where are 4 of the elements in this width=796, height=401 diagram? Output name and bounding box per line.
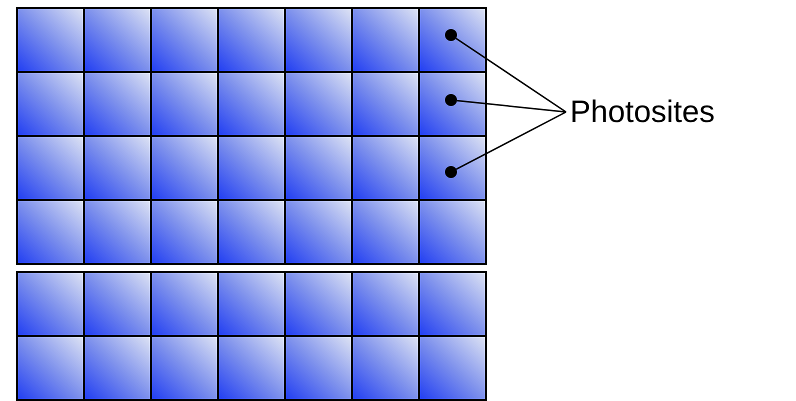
leader-line: [456, 111, 566, 170]
leader-line: [456, 100, 566, 113]
part-label: Photosites: [570, 94, 715, 130]
leader-line: [456, 38, 566, 113]
